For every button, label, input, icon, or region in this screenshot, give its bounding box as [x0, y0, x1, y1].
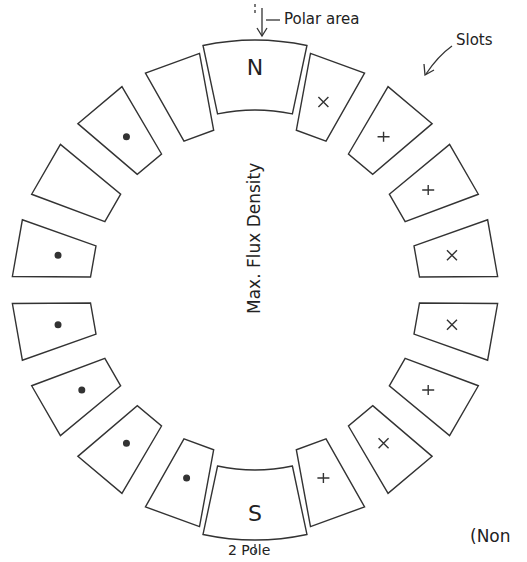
polar-tick	[266, 19, 280, 20]
cross-mark	[447, 320, 457, 330]
pole-shape	[203, 40, 307, 114]
dot-mark	[184, 475, 190, 481]
dot-mark	[124, 134, 130, 140]
slot-outline	[389, 358, 478, 435]
slot-outline	[78, 87, 162, 175]
cut-note: (Non	[470, 527, 511, 546]
slot-outline	[348, 406, 432, 494]
polar-leader	[261, 8, 262, 36]
conductor-marks	[55, 97, 457, 483]
dot-mark	[124, 440, 130, 446]
slot-outline	[32, 144, 121, 221]
north-pole: N	[203, 40, 307, 114]
plus-mark	[422, 385, 434, 395]
pole-shape	[203, 466, 307, 540]
callout-label: Polar area	[284, 11, 359, 28]
dot-mark	[55, 252, 61, 258]
slot-outline	[145, 439, 213, 527]
plus-mark	[422, 185, 434, 195]
plus-mark	[317, 473, 329, 483]
south-pole: S	[203, 466, 307, 540]
slot-outline	[414, 303, 498, 360]
slots-arrowhead	[424, 64, 434, 75]
flux-note: Max. Flux Density	[246, 162, 265, 313]
slot-outline	[296, 439, 364, 527]
polar-arrowhead	[257, 28, 267, 36]
slots-leader	[426, 46, 452, 74]
pole-letter: S	[248, 502, 262, 526]
stator-slots	[12, 53, 497, 526]
slot-outline	[78, 406, 162, 494]
slot-outline	[296, 53, 364, 141]
dot-mark	[79, 387, 85, 393]
callout-label: Slots	[456, 32, 493, 49]
axis-dash	[254, 4, 255, 14]
slot-outline	[414, 220, 498, 277]
slot-outline	[12, 303, 96, 360]
pole-count-note: 2 Pole	[228, 543, 270, 558]
slot-outline	[389, 144, 478, 221]
cross-mark	[447, 250, 457, 260]
slot-outline	[145, 53, 213, 141]
slot-outline	[12, 220, 96, 277]
slot-outline	[348, 87, 432, 175]
cross-mark	[318, 97, 328, 107]
pole-letter: N	[247, 56, 263, 80]
cross-mark	[379, 438, 389, 448]
slot-outline	[32, 358, 121, 435]
dot-mark	[55, 322, 61, 328]
plus-mark	[378, 132, 390, 142]
